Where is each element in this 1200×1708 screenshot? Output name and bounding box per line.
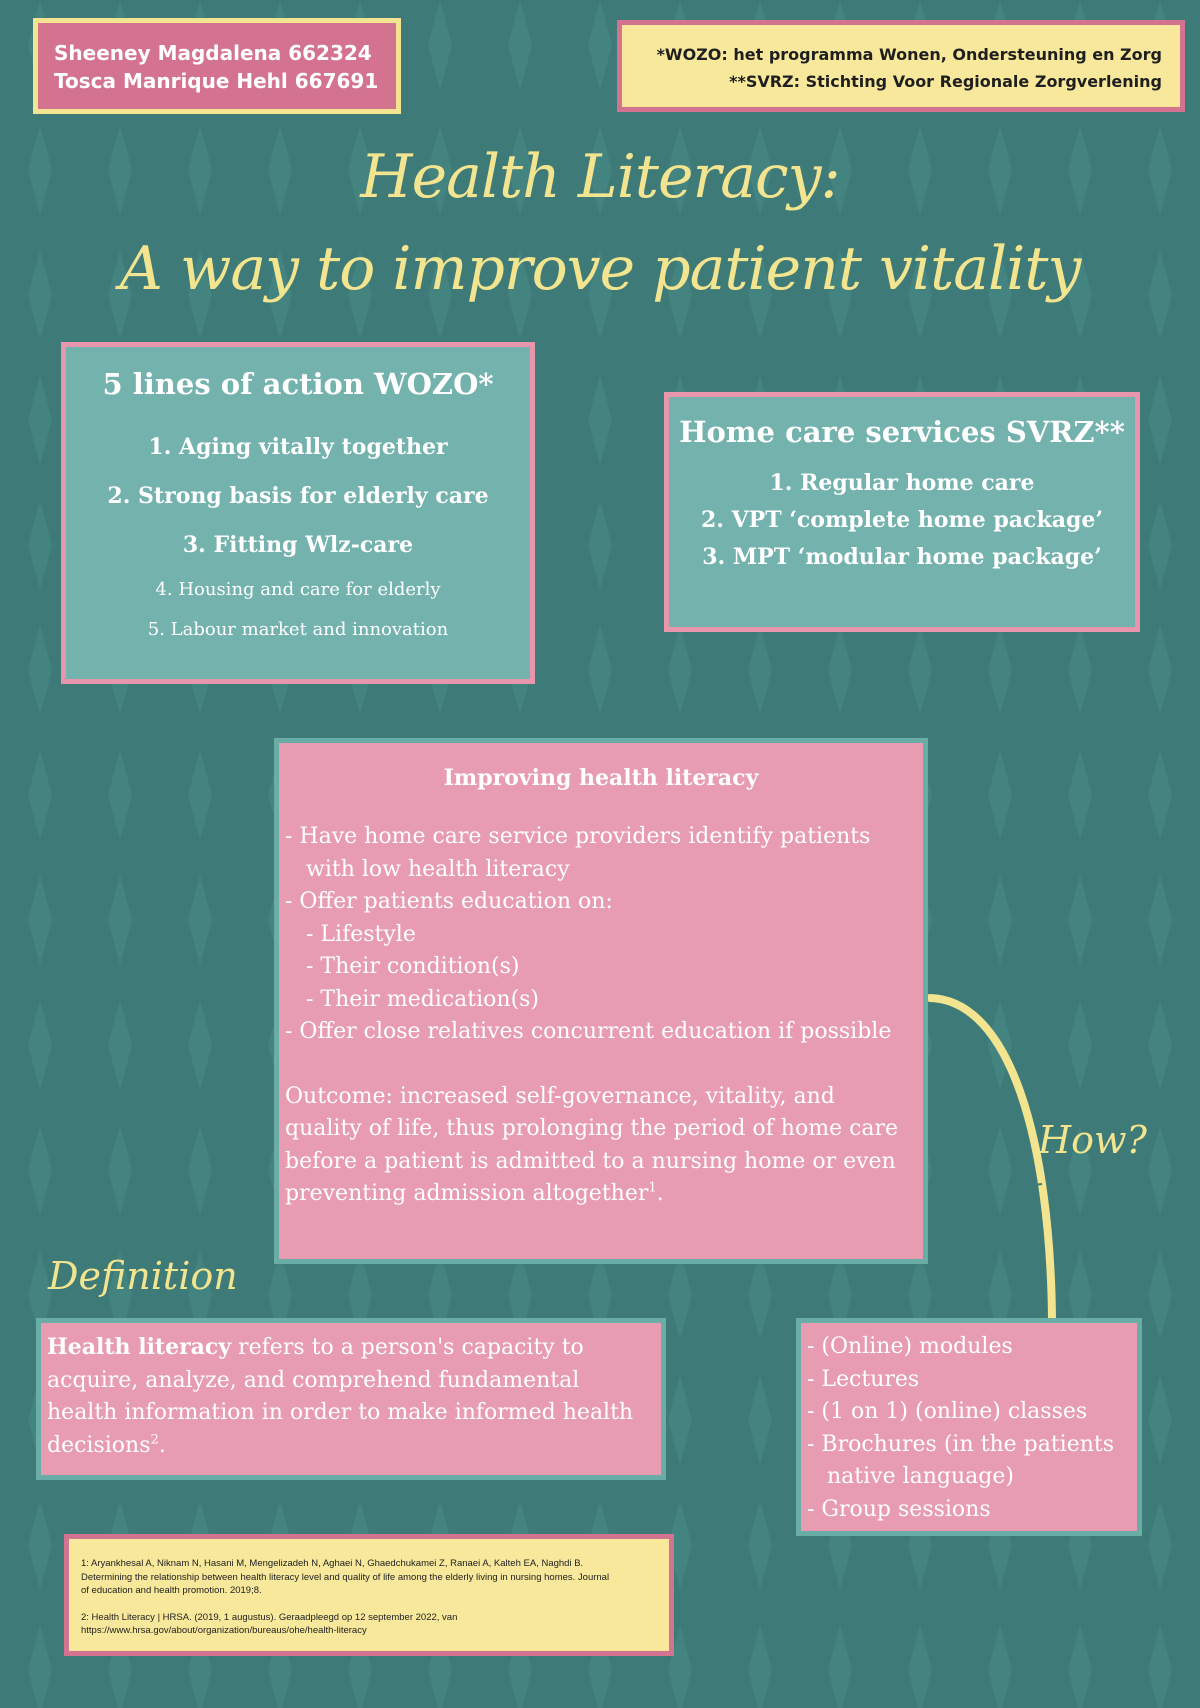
svrz-list: 1. Regular home care 2. VPT ‘complete ho… bbox=[669, 465, 1135, 576]
wozo-item: 3. Fitting Wlz-care bbox=[182, 532, 414, 558]
definition-label: Definition bbox=[48, 1254, 238, 1298]
method-item: - (1 on 1) (online) classes bbox=[807, 1399, 1088, 1424]
outcome-period: . bbox=[656, 1181, 664, 1206]
svrz-item: 2. VPT ‘complete home package’ bbox=[700, 507, 1103, 533]
improve-subbullet: - Their condition(s) bbox=[306, 954, 520, 979]
outcome-text: preventing admission altogether bbox=[285, 1181, 649, 1206]
method-item-cont: native language) bbox=[827, 1464, 1014, 1489]
page-title-line2: A way to improve patient vitality bbox=[119, 234, 1082, 304]
improve-bullet-cont: with low health literacy bbox=[306, 856, 570, 882]
definition-term: Health literacy bbox=[47, 1334, 232, 1360]
improve-subbullet: - Lifestyle bbox=[306, 921, 416, 947]
abbreviations-box: *WOZO: het programma Wonen, Ondersteunin… bbox=[617, 20, 1185, 112]
improve-bullet: - Have home care service providers ident… bbox=[285, 824, 871, 849]
definition-line: acquire, analyze, and comprehend fundame… bbox=[47, 1367, 580, 1393]
how-label: How? bbox=[1038, 1118, 1147, 1162]
reference-marker: 2 bbox=[150, 1432, 159, 1448]
svrz-item: 1. Regular home care bbox=[769, 470, 1035, 496]
reference-line: 1: Aryankhesal A, Niknam N, Hasani M, Me… bbox=[81, 1558, 584, 1569]
svrz-item: 3. MPT ‘modular home package’ bbox=[702, 544, 1102, 570]
outcome-line: Outcome: increased self-governance, vita… bbox=[285, 1083, 835, 1109]
wozo-item: 5. Labour market and innovation bbox=[147, 619, 449, 640]
abbreviation-wozo: *WOZO: het programma Wonen, Ondersteunin… bbox=[656, 45, 1162, 64]
method-item: - Lectures bbox=[807, 1366, 920, 1392]
svrz-heading: Home care services SVRZ** bbox=[679, 415, 1125, 449]
author-name: Tosca Manrique Hehl 667691 bbox=[54, 69, 379, 93]
method-item: - (Online) modules bbox=[807, 1334, 1013, 1359]
reference-line: 2: Health Literacy | HRSA. (2019, 1 augu… bbox=[81, 1611, 458, 1623]
improving-health-literacy-box: Improving health literacy - Have home ca… bbox=[274, 738, 928, 1264]
method-item: - Group sessions bbox=[807, 1496, 991, 1522]
reference-link: https://www.hrsa.gov/about/organization/… bbox=[81, 1625, 367, 1636]
reference-line: of education and health promotion. 2019;… bbox=[81, 1585, 262, 1596]
improve-outcome: Outcome: increased self-governance, vita… bbox=[279, 1081, 923, 1211]
definition-line: decisions2. bbox=[47, 1430, 661, 1463]
wozo-item: 4. Housing and care for elderly bbox=[155, 579, 441, 600]
definition-text: refers to a person's capacity to bbox=[231, 1335, 584, 1360]
improve-bullet: - Offer patients education on: bbox=[285, 889, 613, 914]
improve-heading: Improving health literacy bbox=[443, 765, 759, 791]
wozo-lines-box: 5 lines of action WOZO* 1. Aging vitally… bbox=[61, 342, 535, 684]
outcome-line: before a patient is admitted to a nursin… bbox=[285, 1148, 896, 1174]
references-box: 1: Aryankhesal A, Niknam N, Hasani M, Me… bbox=[64, 1534, 674, 1656]
method-item: - Brochures (in the patients bbox=[807, 1431, 1115, 1457]
abbreviation-svrz: **SVRZ: Stichting Voor Regionale Zorgver… bbox=[729, 72, 1162, 91]
definition-text: decisions bbox=[47, 1432, 151, 1458]
wozo-list: 1. Aging vitally together 2. Strong basi… bbox=[66, 423, 530, 650]
wozo-item: 2. Strong basis for elderly care bbox=[107, 483, 489, 509]
author-name: Sheeney Magdalena 662324 bbox=[54, 41, 372, 65]
definition-line: health information in order to make info… bbox=[47, 1400, 634, 1425]
definition-period: . bbox=[158, 1432, 166, 1458]
reference-line: Determining the relationship between hea… bbox=[81, 1571, 610, 1583]
page-title-line1: Health Literacy: bbox=[360, 142, 840, 212]
svrz-services-box: Home care services SVRZ** 1. Regular hom… bbox=[664, 392, 1140, 632]
definition-line: Health literacy refers to a person's cap… bbox=[47, 1331, 661, 1365]
methods-box: - (Online) modules - Lectures - (1 on 1)… bbox=[796, 1318, 1142, 1536]
wozo-item: 1. Aging vitally together bbox=[148, 434, 448, 460]
reference-marker: 1 bbox=[648, 1180, 657, 1196]
outcome-line: quality of life, thus prolonging the per… bbox=[285, 1116, 899, 1141]
wozo-heading: 5 lines of action WOZO* bbox=[102, 367, 494, 401]
authors-box: Sheeney Magdalena 662324 Tosca Manrique … bbox=[33, 18, 401, 114]
improve-bullet: - Offer close relatives concurrent educa… bbox=[285, 1019, 892, 1044]
improve-subbullet: - Their medication(s) bbox=[306, 986, 540, 1012]
definition-box: Health literacy refers to a person's cap… bbox=[36, 1318, 666, 1480]
outcome-line: preventing admission altogether1. bbox=[285, 1178, 923, 1211]
